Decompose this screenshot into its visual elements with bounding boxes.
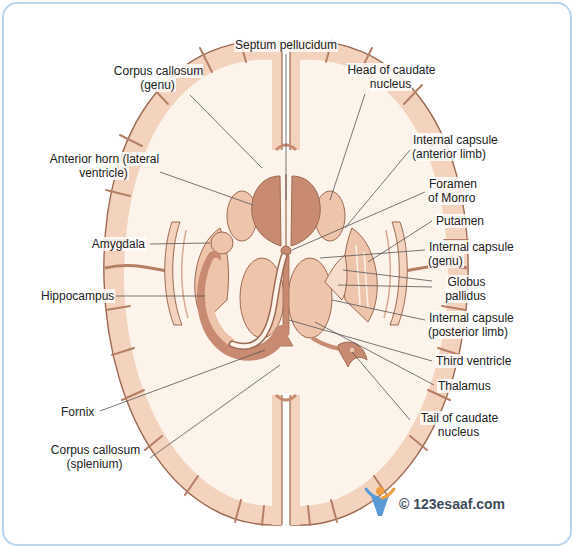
part-label: Head of caudate nucleus (343, 63, 439, 91)
part-label: Globus pallidus (435, 275, 497, 303)
part-label: Internal capsule (anterior limb) (412, 133, 512, 161)
part-label: Hippocampus (40, 289, 140, 303)
posterior-horn (312, 338, 367, 367)
part-label: Fornix (60, 405, 120, 419)
frame (3, 3, 571, 545)
leader-lines (100, 54, 434, 458)
part-label: Corpus callosum (splenium) (40, 443, 150, 471)
part-label: Internal capsule (posterior limb) (428, 311, 533, 339)
part-label: Internal capsule (genu) (428, 240, 528, 268)
lentiform-nucleus (195, 228, 378, 322)
part-label: Thalamus (437, 379, 517, 393)
sulci (104, 40, 468, 525)
part-label: Anterior horn (lateral ventricle) (48, 152, 160, 180)
part-label: Third ventricle (435, 354, 535, 368)
part-label: Putamen (435, 214, 505, 228)
part-label: Septum pellucidum (228, 38, 344, 52)
watermark: © 123esaaf.com (398, 496, 558, 512)
part-label: Corpus callosum (genu) (108, 64, 208, 92)
logo-icon (366, 487, 394, 516)
part-label: Tail of caudate nucleus (413, 411, 505, 439)
part-label: Amygdala (60, 237, 146, 251)
limbic-structures (204, 232, 284, 354)
part-label: Foramen of Monro (428, 177, 486, 205)
